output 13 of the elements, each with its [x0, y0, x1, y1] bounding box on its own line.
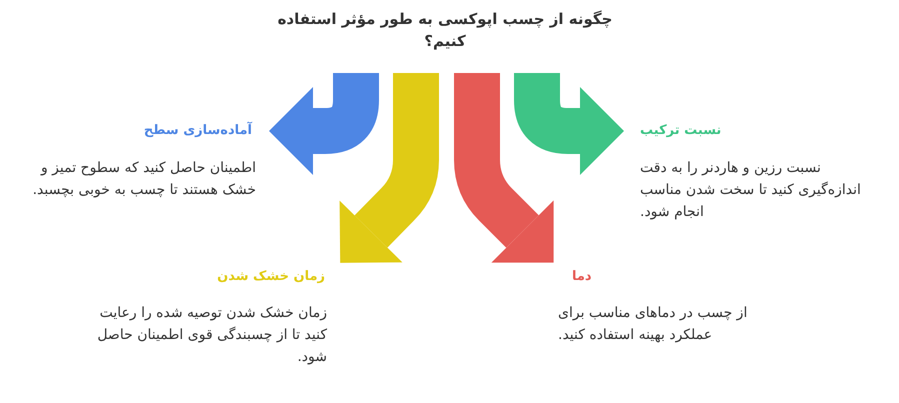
title: چگونه از چسب اپوکسی به طور مؤثر استفاده کنیم؟: [276, 9, 614, 52]
arrow: [269, 73, 379, 175]
heading: دما: [572, 268, 592, 286]
heading: نسبت ترکیب: [640, 122, 722, 140]
heading: زمان خشک شدن: [217, 268, 325, 286]
arrow: [454, 73, 554, 263]
body-text: نسبت رزین و هاردنر را به دقت اندازه‌گیری کنید تا سخت شدن مناسب انجام شود.: [640, 159, 862, 222]
body-text: اطمینان حاصل کنید که سطوح تمیز و خشک هستند تا چسب به خوبی بچسبد.: [32, 159, 256, 200]
heading: آماده‌سازی سطح: [144, 122, 252, 140]
body-text: از چسب در دماهای مناسب برای عملکرد بهینه استفاده کنید.: [558, 304, 748, 345]
arrow: [340, 73, 439, 263]
body-text: زمان خشک شدن توصیه شده را رعایت کنید تا از چسبندگی قوی اطمینان حاصل شود.: [96, 304, 327, 367]
arrow: [514, 73, 624, 175]
